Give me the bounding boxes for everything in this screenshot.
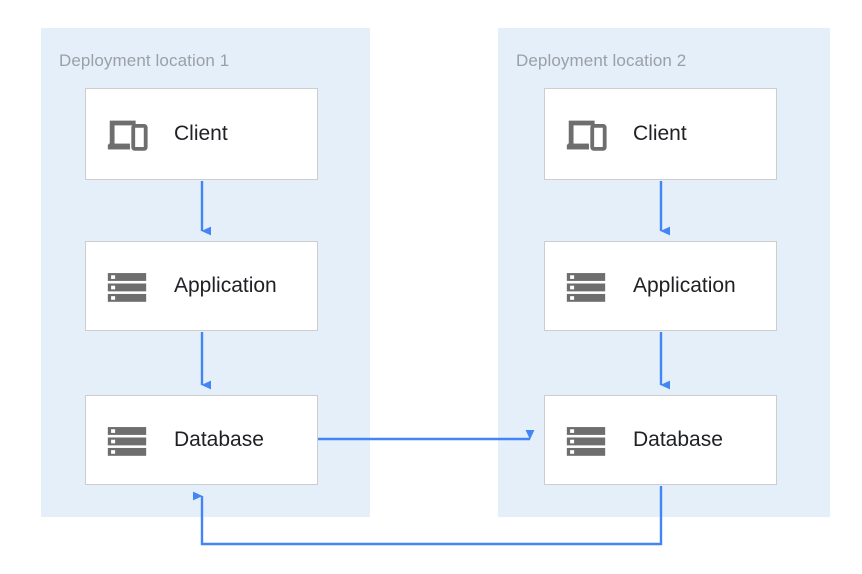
node-database-2[interactable]: Database xyxy=(544,395,777,485)
node-label: Application xyxy=(633,274,736,297)
devices-icon xyxy=(566,120,607,151)
server-icon xyxy=(566,427,606,456)
node-label: Database xyxy=(174,428,264,451)
server-icon xyxy=(107,427,147,456)
devices-icon xyxy=(107,120,148,151)
node-application-1[interactable]: Application xyxy=(85,241,318,331)
node-label: Application xyxy=(174,274,277,297)
node-client-2[interactable]: Client xyxy=(544,88,777,180)
server-icon xyxy=(566,273,606,302)
node-label: Database xyxy=(633,428,723,451)
node-application-2[interactable]: Application xyxy=(544,241,777,331)
node-label: Client xyxy=(633,122,687,145)
zone-1-title: Deployment location 1 xyxy=(59,51,230,70)
node-client-1[interactable]: Client xyxy=(85,88,318,180)
node-label: Client xyxy=(174,122,228,145)
node-database-1[interactable]: Database xyxy=(85,395,318,485)
server-icon xyxy=(107,273,147,302)
zone-2-title: Deployment location 2 xyxy=(516,51,687,70)
